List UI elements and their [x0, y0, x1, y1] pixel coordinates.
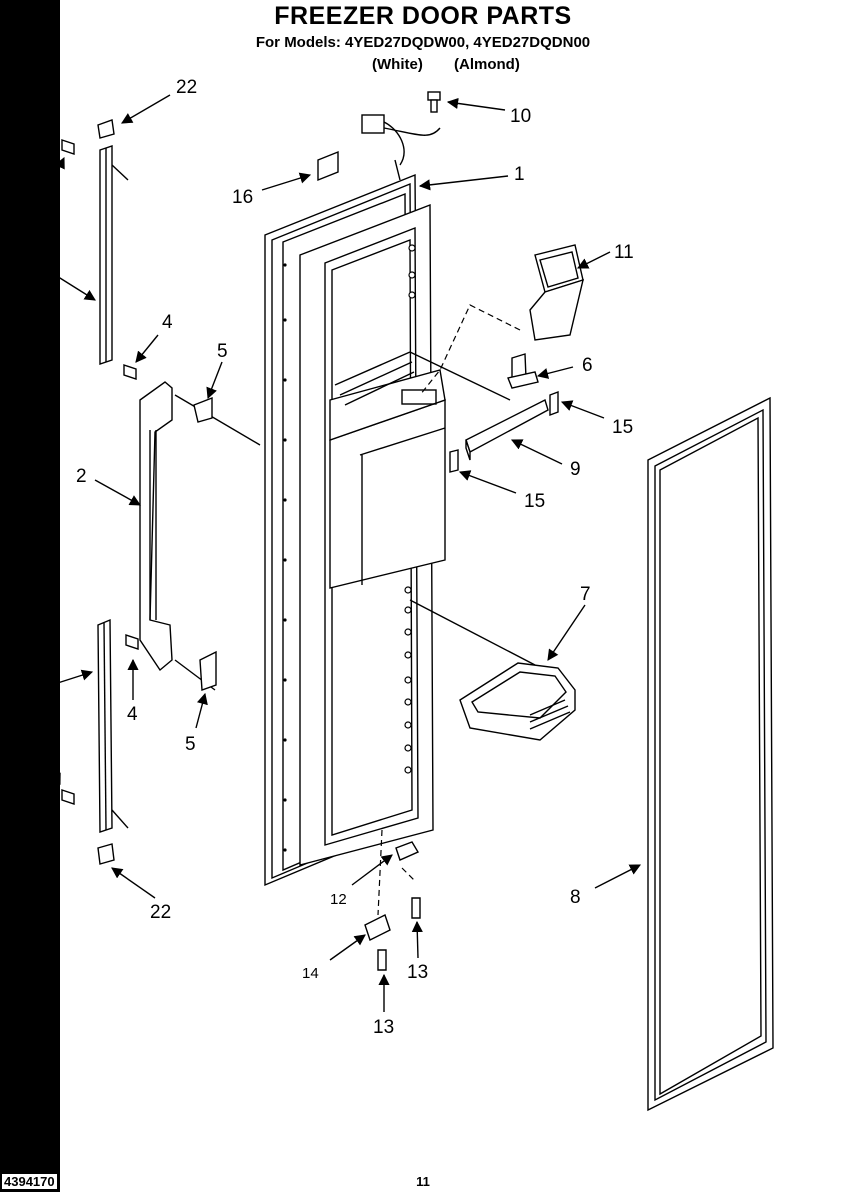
color-almond-label: (Almond) [454, 56, 520, 73]
page-title: FREEZER DOOR PARTS [274, 2, 572, 30]
hinge-assembly [364, 829, 421, 971]
callout-21-top: 21 [22, 212, 43, 233]
callout-13-bottom: 13 [373, 1017, 394, 1038]
callout-22-top: 22 [176, 77, 197, 98]
callout-5-upper: 5 [217, 341, 228, 362]
callout-4-upper: 4 [162, 312, 173, 333]
callout-17: 17 [18, 684, 39, 705]
screws-left [61, 139, 139, 805]
callout-6: 6 [582, 355, 593, 376]
handle-trim-part-18 [99, 145, 129, 365]
clip-part-5-upper [193, 396, 213, 423]
chute-leader-dashed [419, 304, 521, 396]
rail-part-9 [409, 351, 549, 461]
callout-1: 1 [514, 164, 525, 185]
label-part-16 [317, 150, 339, 182]
callout-16: 16 [232, 187, 253, 208]
bracket-part-6 [507, 353, 539, 389]
screw-part-10 [427, 91, 441, 113]
document-number: 4394170 [2, 1174, 57, 1189]
leader-arrows [37, 94, 641, 1012]
callout-7: 7 [580, 584, 591, 605]
callout-8: 8 [570, 887, 581, 908]
callout-12: 12 [330, 891, 347, 908]
freezer-door-panel [264, 173, 446, 887]
callout-11: 11 [614, 242, 634, 263]
door-gasket-part-8 [647, 396, 774, 1112]
models-line: For Models: 4YED27DQDW00, 4YED27DQDN00 [255, 34, 591, 51]
callout-13-right: 13 [407, 962, 428, 983]
end-cap-part-22-bottom [97, 843, 115, 865]
callout-4-lower: 4 [127, 704, 138, 725]
clip-part-5-lower [199, 650, 217, 691]
callout-10: 10 [510, 106, 531, 127]
handle-part-2 [139, 381, 261, 691]
callout-9: 9 [570, 459, 581, 480]
callout-22-bottom: 22 [150, 902, 171, 923]
clip-part-15-lower [449, 449, 459, 473]
callout-2: 2 [76, 466, 87, 487]
page-number: 11 [416, 1174, 430, 1189]
drip-tray-part-7 [409, 599, 576, 741]
handle-trim-part-17 [97, 618, 129, 833]
left-black-margin [0, 0, 60, 1192]
callout-15-lower: 15 [524, 491, 545, 512]
end-cap-part-22-top [97, 119, 115, 139]
callout-21-bottom: 21 [22, 719, 43, 740]
callout-18: 18 [22, 247, 43, 268]
ice-chute-part-11 [529, 244, 584, 341]
wiring-harness [361, 114, 441, 181]
color-white-label: (White) [372, 56, 423, 73]
callout-15-upper: 15 [612, 417, 633, 438]
clip-part-15-upper [549, 390, 559, 417]
callout-14: 14 [302, 965, 319, 982]
callout-5-lower: 5 [185, 734, 196, 755]
